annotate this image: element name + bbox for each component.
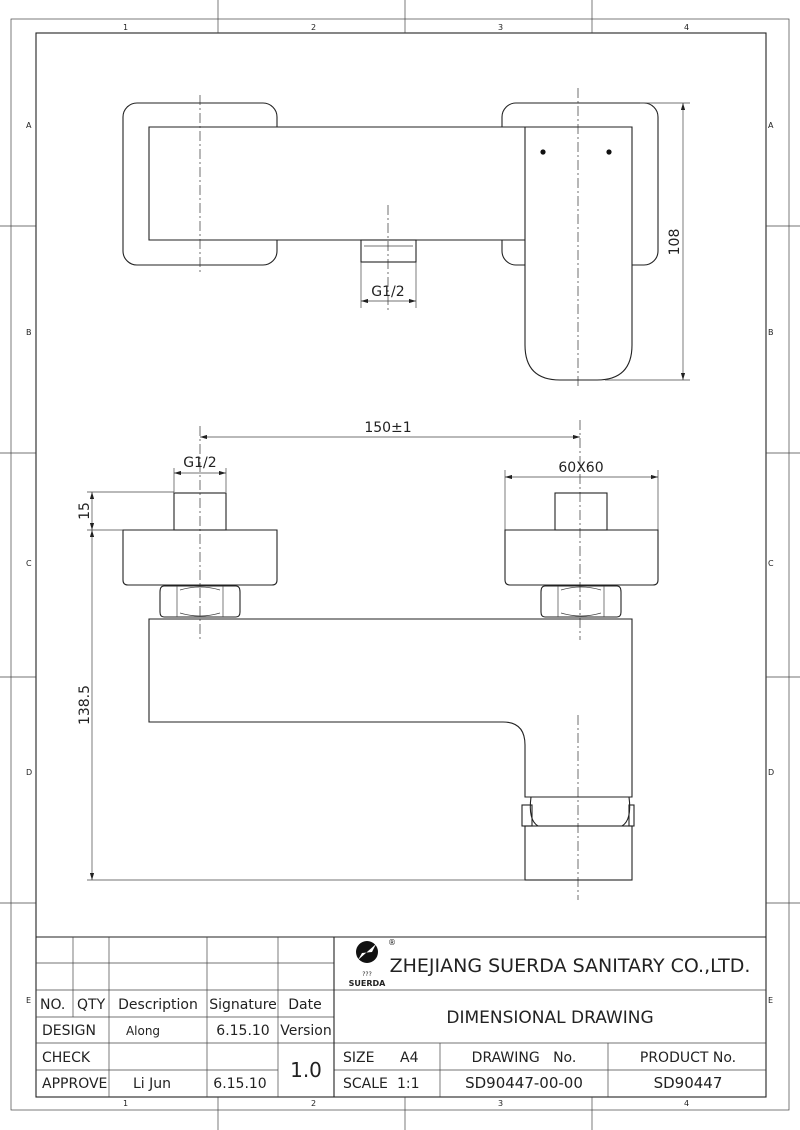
left-hex-nut xyxy=(159,585,241,618)
approve-date: 6.15.10 xyxy=(213,1076,266,1092)
zone-row-c: C xyxy=(26,559,32,568)
spout-outline xyxy=(524,126,633,381)
screw-dot xyxy=(606,149,612,155)
zone-col-2-bottom: 2 xyxy=(311,1099,316,1108)
scale-value: 1:1 xyxy=(397,1076,420,1092)
height-dimension-108: 108 xyxy=(667,229,683,256)
front-view: 150±1 G1/2 60X60 15 xyxy=(77,420,659,900)
design-name: Along xyxy=(126,1024,160,1038)
zone-col-2: 2 xyxy=(311,23,316,32)
approve-name: Li Jun xyxy=(133,1076,171,1092)
header-qty: QTY xyxy=(77,997,106,1013)
size-label: SIZE xyxy=(343,1050,374,1066)
logo-small-text: ??? xyxy=(362,971,372,978)
size-value: A4 xyxy=(400,1050,419,1066)
zone-row-e: E xyxy=(26,996,31,1005)
header-no: NO. xyxy=(40,997,65,1013)
product-no: SD90447 xyxy=(654,1074,723,1092)
zone-col-1: 1 xyxy=(123,23,128,32)
body-outline xyxy=(148,126,525,241)
right-hex-nut xyxy=(540,585,622,618)
center-distance-dimension: 150±1 xyxy=(364,420,411,436)
suerda-logo: ® ??? SUERDA xyxy=(349,938,396,988)
registered-mark: ® xyxy=(388,938,396,947)
approve-label: APPROVE xyxy=(42,1076,107,1092)
zone-col-1-bottom: 1 xyxy=(123,1099,128,1108)
zone-col-4: 4 xyxy=(684,23,689,32)
zone-row-d: D xyxy=(26,768,32,777)
top-view: G1/2 108 xyxy=(122,88,690,388)
handle-size-dimension: 60X60 xyxy=(558,460,603,476)
zone-row-a: A xyxy=(26,121,32,130)
side-thread-dimension: G1/2 xyxy=(183,455,216,471)
drawing-title: DIMENSIONAL DRAWING xyxy=(446,1008,653,1028)
right-handle xyxy=(504,529,659,586)
drawing-no-label: DRAWING No. xyxy=(472,1050,577,1066)
zone-labels: 1 2 3 4 1 2 3 4 A B C D E A B C D E xyxy=(26,23,774,1108)
design-date: 6.15.10 xyxy=(216,1023,269,1039)
zone-col-4-bottom: 4 xyxy=(684,1099,689,1108)
zone-row-e-right: E xyxy=(768,996,773,1005)
zone-row-a-right: A xyxy=(768,121,774,130)
design-label: DESIGN xyxy=(42,1023,96,1039)
stub-height-dimension: 15 xyxy=(77,502,93,520)
header-description: Description xyxy=(118,997,198,1013)
version-label: Version xyxy=(280,1023,331,1039)
zone-row-b-right: B xyxy=(768,328,774,337)
product-no-label: PRODUCT No. xyxy=(640,1050,736,1066)
scale-label: SCALE xyxy=(343,1076,388,1092)
total-height-dimension: 138.5 xyxy=(77,685,93,725)
left-handle xyxy=(122,529,278,586)
right-inlet-stub xyxy=(554,492,608,531)
zone-row-c-right: C xyxy=(768,559,774,568)
aerator xyxy=(521,796,635,881)
header-signature: Signature xyxy=(209,997,277,1013)
zone-row-b: B xyxy=(26,328,32,337)
faucet-body xyxy=(148,618,633,798)
drawing-no: SD90447-00-00 xyxy=(465,1074,583,1092)
zone-col-3: 3 xyxy=(498,23,503,32)
header-date: Date xyxy=(288,997,321,1013)
title-block: ® ??? SUERDA ZHEJIANG SUERDA SANITARY CO… xyxy=(36,936,766,1097)
screw-dot xyxy=(540,149,546,155)
zone-row-d-right: D xyxy=(768,768,774,777)
inlet-stub xyxy=(360,239,417,263)
company-name: ZHEJIANG SUERDA SANITARY CO.,LTD. xyxy=(390,955,751,977)
zone-col-3-bottom: 3 xyxy=(498,1099,503,1108)
top-thread-dimension: G1/2 xyxy=(371,284,404,300)
logo-text: SUERDA xyxy=(349,979,387,988)
check-label: CHECK xyxy=(42,1050,91,1066)
version-value: 1.0 xyxy=(290,1058,322,1082)
